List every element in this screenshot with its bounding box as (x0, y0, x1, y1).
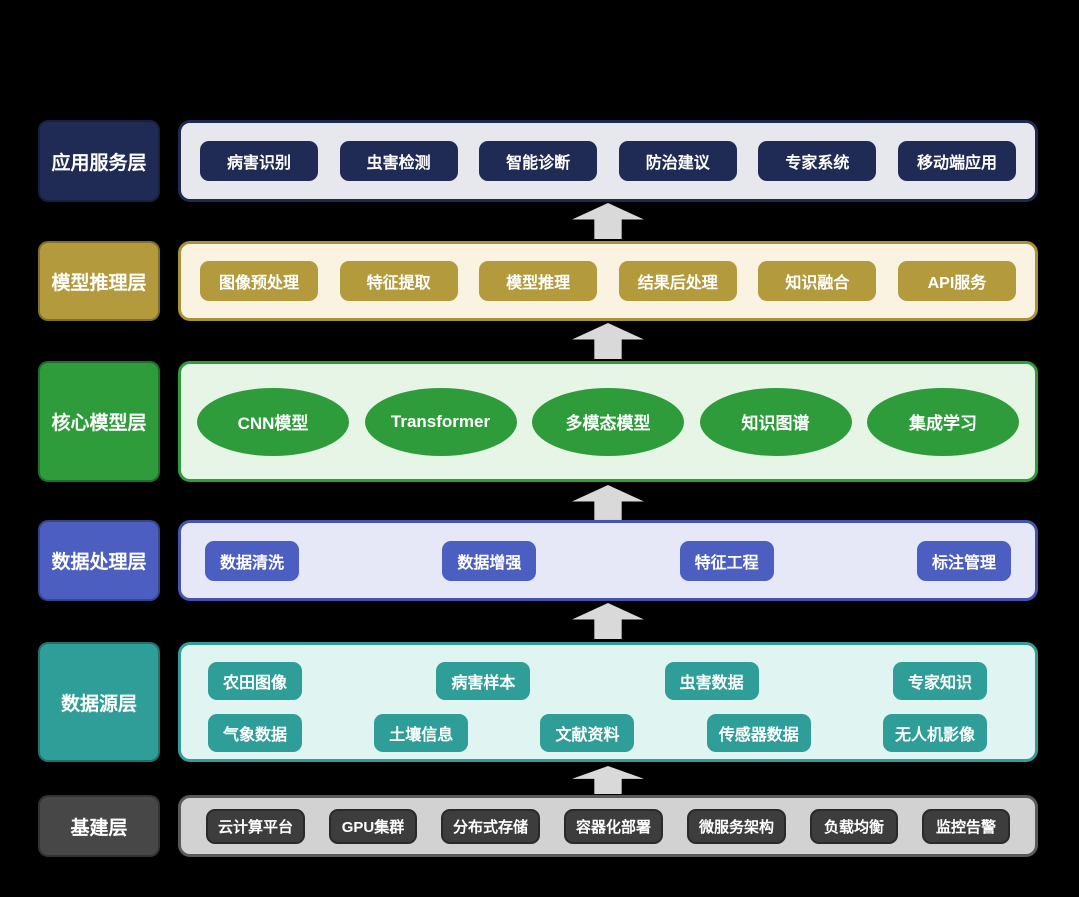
infrastructure-item: 容器化部署 (563, 808, 663, 844)
layer-container-data-source: 农田图像 病害样本 虫害数据 专家知识 气象数据 土壤信息 文献资料 传感器数据 无人机影像 (178, 642, 1038, 762)
data-source-item: 专家知识 (892, 662, 987, 700)
core-model-item: 知识图谱 (699, 387, 852, 456)
layer-row-infrastructure: 基建层 云计算平台 GPU集群分布式存储容器化部署微服务架构负载均衡监控告警 (38, 795, 1038, 857)
data-source-item: 土壤信息 (374, 714, 469, 752)
up-arrow-icon (572, 485, 644, 521)
layer-row-data-processing: 数据处理层 数据清洗 数据增强 特征工程 标注管理 (38, 520, 1038, 601)
application-service-item: 移动端应用 (897, 141, 1016, 181)
layer-container-data-processing: 数据清洗 数据增强 特征工程 标注管理 (178, 520, 1038, 601)
core-model-item: CNN模型 (197, 387, 349, 456)
infrastructure-item: 负载均衡 (809, 808, 898, 844)
application-service-item: 专家系统 (758, 141, 877, 181)
layer-container-application-service: 病害识别虫害检测智能诊断防治建议专家系统移动端应用 (178, 120, 1038, 202)
core-model-item: 集成学习 (867, 387, 1019, 456)
core-model-item: 多模态模型 (532, 387, 684, 456)
layer-label-data-processing: 数据处理层 (38, 520, 160, 601)
data-source-item: 虫害数据 (664, 662, 759, 700)
layer-row-application-service: 应用服务层 病害识别虫害检测智能诊断防治建议专家系统移动端应用 (38, 120, 1038, 202)
up-arrow-icon (572, 323, 644, 359)
data-processing-item: 特征工程 (679, 540, 774, 581)
infrastructure-item: 监控告警 (921, 808, 1010, 844)
layer-label-data-source: 数据源层 (38, 642, 160, 762)
layer-label-model-inference: 模型推理层 (38, 241, 160, 321)
data-source-item: 农田图像 (208, 662, 302, 700)
model-inference-item: API服务 (897, 261, 1016, 301)
infrastructure-item: 分布式存储 (440, 808, 540, 844)
application-service-item: 智能诊断 (479, 141, 598, 181)
layer-row-model-inference: 模型推理层 图像预处理特征提取模型推理结果后处理知识融合 API服务 (38, 241, 1038, 321)
model-inference-item: 图像预处理 (200, 261, 318, 301)
application-service-item: 虫害检测 (339, 141, 458, 181)
data-processing-item: 标注管理 (916, 540, 1011, 581)
data-processing-item: 数据增强 (442, 540, 537, 581)
up-arrow-icon (572, 766, 644, 794)
infrastructure-item: 云计算平台 (206, 808, 306, 844)
model-inference-item: 结果后处理 (618, 261, 737, 301)
application-service-item: 病害识别 (200, 141, 318, 181)
model-inference-item: 特征提取 (339, 261, 458, 301)
data-source-item: 气象数据 (208, 714, 302, 752)
core-model-item: Transformer (364, 387, 517, 456)
data-source-row-2: 气象数据 土壤信息 文献资料 传感器数据 无人机影像 (208, 714, 987, 752)
up-arrow-icon (572, 603, 644, 639)
data-source-item: 病害样本 (436, 662, 531, 700)
model-inference-item: 知识融合 (758, 261, 877, 301)
infrastructure-item: 微服务架构 (686, 808, 786, 844)
layer-label-core-model: 核心模型层 (38, 361, 160, 482)
application-service-item: 防治建议 (618, 141, 737, 181)
model-inference-item: 模型推理 (479, 261, 598, 301)
infrastructure-item: GPU集群 (329, 808, 417, 844)
layer-container-infrastructure: 云计算平台 GPU集群分布式存储容器化部署微服务架构负载均衡监控告警 (178, 795, 1038, 857)
layer-label-infrastructure: 基建层 (38, 795, 160, 857)
layer-container-model-inference: 图像预处理特征提取模型推理结果后处理知识融合 API服务 (178, 241, 1038, 321)
data-source-item: 传感器数据 (706, 714, 811, 752)
data-processing-item: 数据清洗 (205, 540, 299, 581)
data-source-item: 无人机影像 (882, 714, 987, 752)
up-arrow-icon (572, 203, 644, 239)
data-source-item: 文献资料 (540, 714, 635, 752)
layer-row-data-source: 数据源层 农田图像 病害样本 虫害数据 专家知识 气象数据 土壤信息 文献资料 传感器数据 无… (38, 642, 1038, 762)
data-source-row-1: 农田图像 病害样本 虫害数据 专家知识 (208, 662, 987, 700)
layer-label-application-service: 应用服务层 (38, 120, 160, 202)
